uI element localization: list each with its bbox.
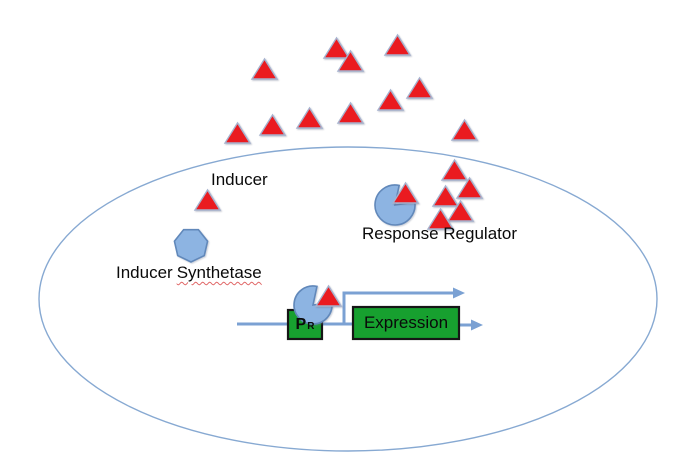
expression-output-arrow-head (471, 319, 483, 331)
inducer-molecule-triangle (322, 36, 351, 59)
inducer-molecule-triangle (250, 57, 279, 80)
transcription-arrow-head (453, 287, 465, 299)
inducer-molecule-triangle (405, 76, 434, 99)
inducer-molecule-triangle (223, 121, 252, 144)
inducer-molecule-triangle (336, 49, 365, 72)
inducer-molecule-triangle (376, 88, 405, 111)
expression-box-label: Expression (363, 312, 449, 332)
inducer-molecule-triangle (431, 184, 460, 207)
response-regulator-pacman (374, 184, 416, 226)
expression-box (351, 305, 461, 341)
inducer-molecule-triangle (391, 181, 420, 204)
inducer-molecule-triangle (426, 207, 455, 230)
promoter-letter: P (295, 315, 307, 333)
inducer-synthetase-label-word1: Inducer (116, 263, 173, 282)
inducer-molecule-triangle (193, 188, 222, 211)
response-regulator-label: Response Regulator (362, 224, 517, 243)
inducer-synthetase-label-word2: Synthetase (176, 263, 262, 282)
inducer-molecule-triangle (383, 33, 412, 56)
inducer-synthetase-heptagon (173, 228, 209, 263)
inducer-molecule-triangle (336, 101, 365, 124)
inducer-molecule-triangle (446, 199, 475, 222)
cell-membrane-ellipse (38, 146, 658, 452)
transcription-arrow-line (342, 291, 453, 325)
inducer-molecule-triangle (295, 106, 324, 129)
inducer-molecule-triangle (455, 176, 484, 199)
inducer-molecule-triangle (314, 284, 343, 307)
inducer-molecule-triangle (258, 113, 287, 136)
inducer-molecule-triangle (450, 118, 479, 141)
inducer-label: Inducer (211, 170, 268, 189)
inducer-molecule-triangle (440, 158, 469, 181)
promoter-subscript: R (307, 321, 315, 332)
promoter-bound-pacman (293, 285, 333, 325)
